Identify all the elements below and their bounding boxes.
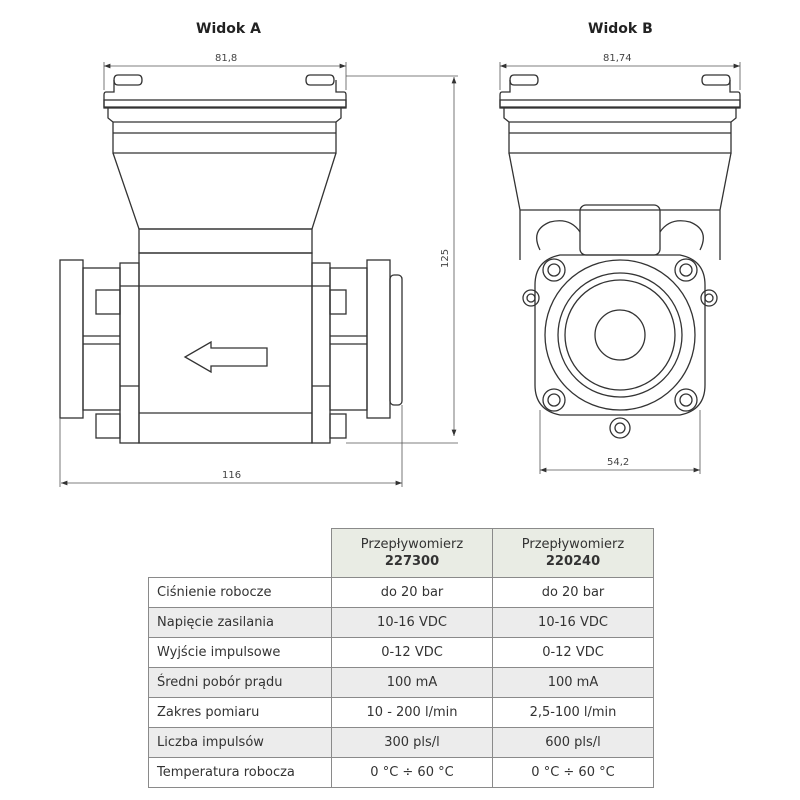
table-header-row: Przepływomierz 227300 Przepływomierz 22024… bbox=[148, 528, 654, 578]
column-header-220240: Przepływomierz 220240 bbox=[492, 528, 654, 578]
row-label: Średni pobór prądu bbox=[148, 667, 332, 698]
column-label: Przepływomierz bbox=[521, 537, 625, 552]
header-empty-cell bbox=[148, 528, 332, 578]
row-value: 0 °C ÷ 60 °C bbox=[331, 757, 493, 788]
view-a-height-dimension: 125 bbox=[440, 249, 451, 268]
row-label: Zakres pomiaru bbox=[148, 697, 332, 728]
row-value: 100 mA bbox=[492, 667, 654, 698]
view-b-title: Widok B bbox=[588, 21, 653, 37]
view-b-width-dimension: 81,74 bbox=[603, 53, 632, 64]
row-value: do 20 bar bbox=[331, 577, 493, 608]
row-label: Liczba impulsów bbox=[148, 727, 332, 758]
row-value: 10 - 200 l/min bbox=[331, 697, 493, 728]
column-header-227300: Przepływomierz 227300 bbox=[331, 528, 493, 578]
row-label: Temperatura robocza bbox=[148, 757, 332, 788]
column-label: Przepływomierz bbox=[360, 537, 464, 552]
row-value: 300 pls/l bbox=[331, 727, 493, 758]
column-model: 227300 bbox=[384, 554, 440, 569]
row-value: 10-16 VDC bbox=[331, 607, 493, 638]
view-a-drawing bbox=[59, 62, 458, 487]
row-label: Wyjście impulsowe bbox=[148, 637, 332, 668]
view-a-title: Widok A bbox=[196, 21, 261, 37]
row-label: Napięcie zasilania bbox=[148, 607, 332, 638]
row-label: Ciśnienie robocze bbox=[148, 577, 332, 608]
view-a-width-dimension: 81,8 bbox=[215, 53, 237, 64]
view-a-length-dimension: 116 bbox=[222, 470, 241, 481]
row-value: 0-12 VDC bbox=[331, 637, 493, 668]
view-b-drawing bbox=[499, 62, 741, 474]
technical-drawing: 81,8 125 116 bbox=[59, 53, 741, 487]
column-model: 220240 bbox=[545, 554, 601, 569]
row-value: do 20 bar bbox=[492, 577, 654, 608]
row-value: 600 pls/l bbox=[492, 727, 654, 758]
row-value: 100 mA bbox=[331, 667, 493, 698]
row-value: 0-12 VDC bbox=[492, 637, 654, 668]
row-value: 2,5-100 l/min bbox=[492, 697, 654, 728]
specifications-table: Przepływomierz 227300 Przepływomierz 22024… bbox=[148, 528, 654, 788]
view-b-base-dimension: 54,2 bbox=[607, 457, 629, 468]
row-value: 0 °C ÷ 60 °C bbox=[492, 757, 654, 788]
row-value: 10-16 VDC bbox=[492, 607, 654, 638]
